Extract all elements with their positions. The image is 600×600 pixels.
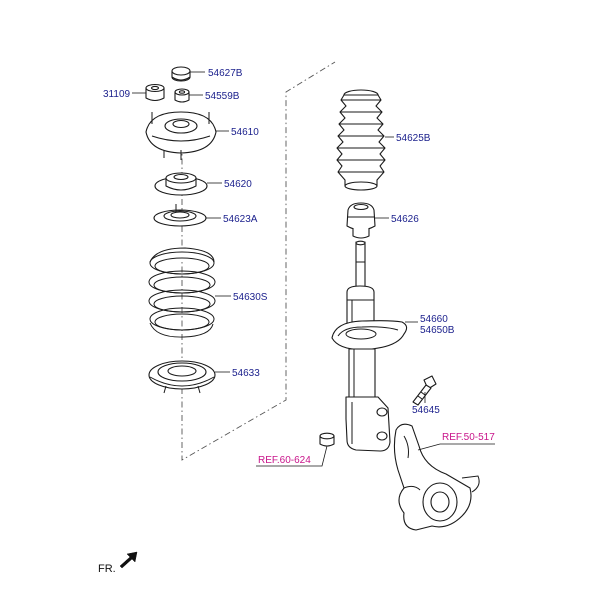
label-54660: 54660 [420,314,448,325]
label-54627b: 54627B [208,68,243,79]
strut-mount-54610 [145,111,217,160]
spring-seat-54623a [153,204,207,227]
label-54630s: 54630S [233,292,268,303]
ref-link-60-624[interactable]: REF.60-624 [258,455,311,466]
label-54650b: 54650B [420,325,455,336]
cap-54627b [171,66,191,82]
label-54559b: 54559B [205,91,240,102]
nut-31109 [145,83,165,102]
nut-ref-60-624 [319,432,335,447]
leader-lines [132,71,495,467]
front-direction-label: FR. [98,563,116,575]
coil-spring-54630s [148,247,216,338]
label-31109: 31109 [103,89,131,100]
assembly-bracket [181,61,336,461]
label-54626: 54626 [391,214,419,225]
bump-stop-54626 [346,202,376,239]
nut-54559b [174,88,190,103]
bearing-54620 [154,172,208,196]
label-54620: 54620 [224,179,252,190]
strut-assembly-54660 [331,240,408,452]
label-54633: 54633 [232,368,260,379]
bolt-54645 [412,375,437,406]
label-54610: 54610 [231,127,259,138]
lower-pad-54633 [148,360,216,394]
steering-knuckle [393,423,480,531]
label-54623a: 54623A [223,214,258,225]
front-arrow-icon [119,551,138,569]
ref-link-50-517[interactable]: REF.50-517 [442,432,495,443]
label-54645: 54645 [412,405,440,416]
dust-boot-54625b [336,89,386,191]
label-54625b: 54625B [396,133,431,144]
